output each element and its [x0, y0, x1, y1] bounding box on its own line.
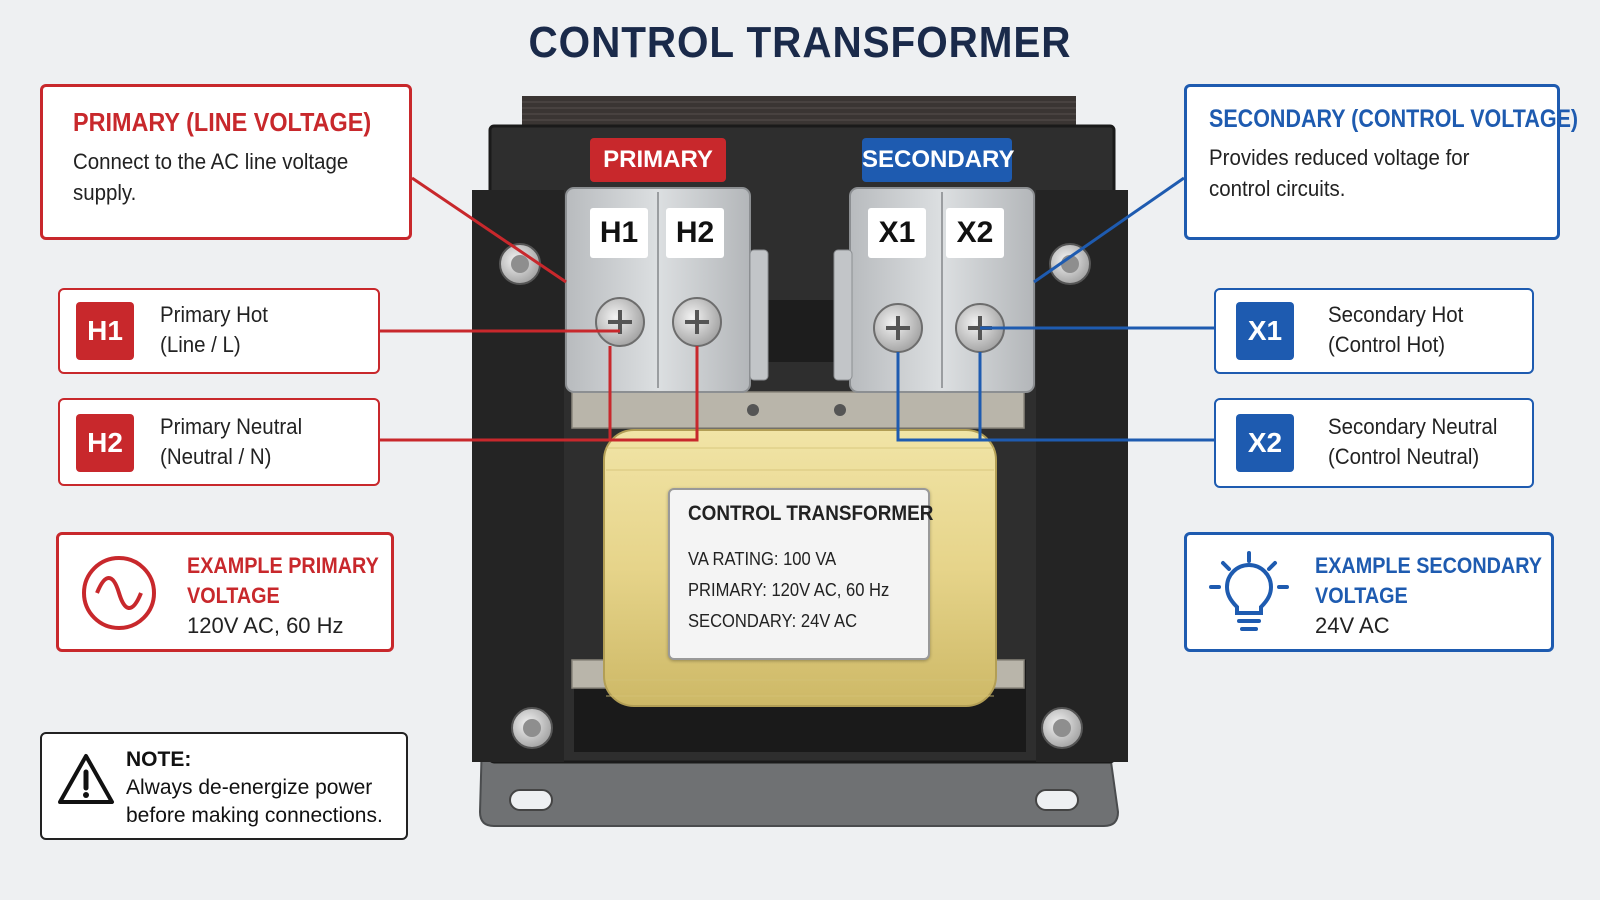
example-primary-title-line2: VOLTAGE: [187, 583, 280, 608]
h2-badge: H2: [76, 414, 134, 472]
primary-card-text-line2: supply.: [73, 180, 137, 205]
lightbulb-icon: [1209, 551, 1289, 631]
example-secondary-title-line2: VOLTAGE: [1315, 583, 1408, 608]
terminal-h1-card: H1 Primary Hot (Line / L): [58, 288, 380, 374]
note-label: NOTE:: [126, 748, 192, 771]
example-primary-value: 120V AC, 60 Hz: [187, 613, 344, 638]
secondary-tag: SECONDARY: [862, 138, 1014, 182]
warning-icon: [58, 754, 114, 804]
terminal-label-x1: X1: [868, 208, 926, 258]
x1-desc-line1: Secondary Hot: [1328, 302, 1464, 327]
terminal-x1-card: X1 Secondary Hot (Control Hot): [1214, 288, 1534, 374]
x1-badge: X1: [1236, 302, 1294, 360]
example-secondary-title-line1: EXAMPLE SECONDARY: [1315, 553, 1542, 578]
terminal-label-h2: H2: [666, 208, 724, 258]
x2-badge: X2: [1236, 414, 1294, 472]
h2-desc-line2: (Neutral / N): [160, 444, 272, 469]
terminal-label-x2: X2: [946, 208, 1004, 258]
note-text-line2: before making connections.: [126, 804, 383, 827]
note-text-line1: Always de-energize power: [126, 776, 373, 799]
primary-card-title: PRIMARY (LINE VOLTAGE): [73, 107, 372, 137]
note-card: NOTE: Always de-energize power before ma…: [40, 732, 408, 840]
terminal-x2-card: X2 Secondary Neutral (Control Neutral): [1214, 398, 1534, 488]
nameplate-primary: PRIMARY: 120V AC, 60 Hz: [688, 580, 890, 600]
primary-card-text-line1: Connect to the AC line voltage: [73, 149, 349, 174]
x1-desc-line2: (Control Hot): [1328, 332, 1446, 357]
nameplate-secondary: SECONDARY: 24V AC: [688, 611, 858, 631]
secondary-card-title: SECONDARY (CONTROL VOLTAGE): [1209, 105, 1579, 133]
ac-sine-icon: [82, 556, 156, 630]
h1-desc-line2: (Line / L): [160, 332, 241, 357]
h2-desc-line1: Primary Neutral: [160, 414, 303, 439]
example-primary-title-line1: EXAMPLE PRIMARY: [187, 553, 379, 578]
secondary-card-text-line1: Provides reduced voltage for: [1209, 145, 1470, 170]
x2-desc-line2: (Control Neutral): [1328, 444, 1480, 469]
example-secondary-value: 24V AC: [1315, 613, 1390, 638]
nameplate-va-rating: VA RATING: 100 VA: [688, 549, 837, 569]
example-secondary-voltage-card: EXAMPLE SECONDARY VOLTAGE 24V AC: [1184, 532, 1554, 652]
secondary-card-text-line2: control circuits.: [1209, 176, 1346, 201]
nameplate: CONTROL TRANSFORMER VA RATING: 100 VA PR…: [668, 488, 934, 660]
example-primary-voltage-card: EXAMPLE PRIMARY VOLTAGE 120V AC, 60 Hz: [56, 532, 394, 652]
nameplate-title: CONTROL TRANSFORMER: [688, 502, 934, 525]
secondary-control-voltage-card: SECONDARY (CONTROL VOLTAGE) Provides red…: [1184, 84, 1579, 240]
h1-badge: H1: [76, 302, 134, 360]
secondary-terminal-block: [833, 187, 1035, 393]
h1-desc-line1: Primary Hot: [160, 302, 268, 327]
secondary-callout-lines: [896, 176, 1214, 442]
primary-line-voltage-card: PRIMARY (LINE VOLTAGE) Connect to the AC…: [40, 84, 412, 240]
terminal-label-h1: H1: [590, 208, 648, 258]
x2-desc-line1: Secondary Neutral: [1328, 414, 1498, 439]
primary-tag: PRIMARY: [590, 138, 726, 182]
terminal-h2-card: H2 Primary Neutral (Neutral / N): [58, 398, 380, 486]
frame-bolts: [499, 243, 1091, 749]
primary-callout-lines: [380, 176, 699, 442]
page-title: CONTROL TRANSFORMER: [528, 18, 1072, 67]
